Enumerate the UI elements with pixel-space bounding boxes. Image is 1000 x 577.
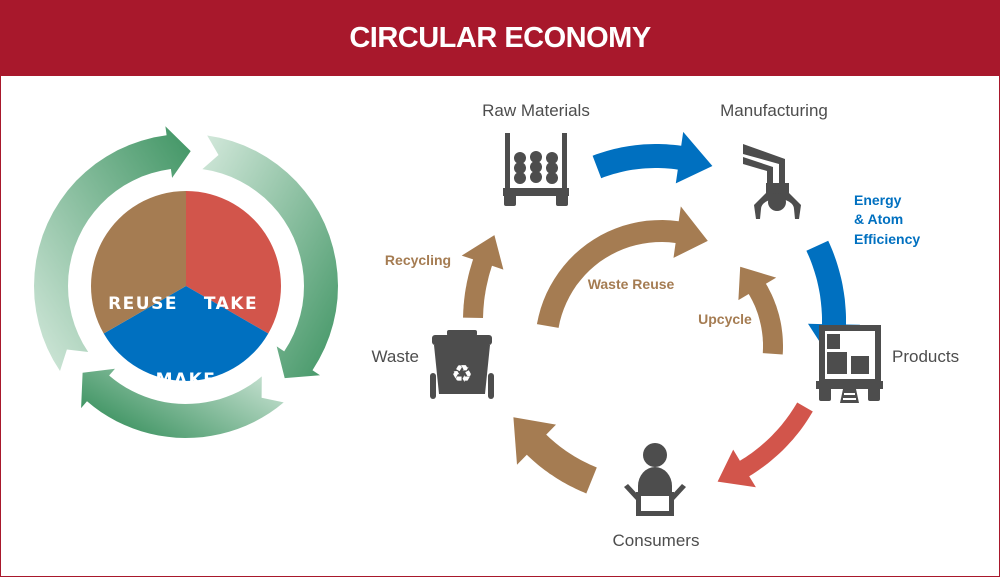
raw-materials-crate-icon [503,133,569,206]
pie-label-take: TAKE [204,294,258,314]
products-box-icon [816,325,883,403]
manufacturing-claw-icon [743,144,801,219]
arrow-upcycle [738,266,783,355]
label-products: Products [892,347,959,366]
arrow-recycling [461,235,504,318]
recycle-symbol-icon: ♻ [451,361,473,388]
arrow-waste-reuse [536,206,708,328]
label-efficiency-line-2: & Atom [854,211,903,227]
pie-label-reuse: REUSE [108,294,178,314]
pie-slice-take [186,191,281,334]
recycle-bin-icon: ♻ [430,330,494,399]
green-cycle-arrow-bottom [81,368,284,438]
pie-slice-make [103,286,269,381]
consumer-person-icon [624,443,686,516]
label-recycling: Recycling [385,252,451,268]
header-banner: CIRCULAR ECONOMY [1,1,999,76]
label-upcycle: Upcycle [698,311,752,327]
take-make-reuse-pie: TAKE MAKE REUSE [90,191,281,390]
green-cycle-arrow-left [34,126,191,371]
pie-label-make: MAKE [156,370,217,390]
label-efficiency-line-3: Efficiency [854,231,920,247]
green-cycle-arrow-right [202,135,338,379]
label-consumers: Consumers [613,531,700,550]
label-raw-materials: Raw Materials [482,101,590,120]
pie-slice-reuse [90,191,186,334]
label-waste: Waste [371,347,419,366]
page-title: CIRCULAR ECONOMY [349,22,651,54]
label-waste-reuse: Waste Reuse [588,276,675,292]
arrow-raw-to-manufacturing [592,131,713,184]
label-manufacturing: Manufacturing [720,101,828,120]
arrow-products-to-consumers [717,402,813,488]
green-cycle-ring [34,126,338,438]
label-efficiency-line-1: Energy [854,192,902,208]
arrow-consumers-to-waste [513,417,597,494]
